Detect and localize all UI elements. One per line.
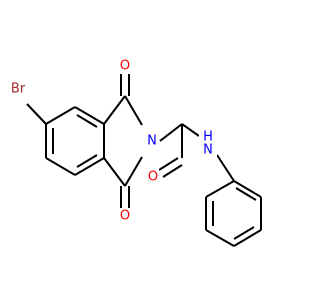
bond-camide-o-a xyxy=(158,157,179,171)
atom-o-top: O xyxy=(119,58,131,74)
atom-nh-amide: H N xyxy=(199,130,217,158)
bond-ph-3-double xyxy=(233,226,255,240)
bond-camide-n xyxy=(181,123,200,137)
n-amide-label: N xyxy=(203,143,213,158)
o-top-label: O xyxy=(120,59,130,74)
bond-c3-cco-top xyxy=(103,95,126,125)
bond-camide-o-b xyxy=(162,164,183,178)
molecule-structure-diagram: Br O O N O H N xyxy=(7,58,262,247)
bond-c4-c5-double xyxy=(76,154,98,168)
br-label: Br xyxy=(11,82,26,97)
atom-labels: Br O O N O H N xyxy=(7,58,217,224)
atom-br: Br xyxy=(7,80,29,98)
bond-n-phenyl xyxy=(216,154,235,182)
atom-o-bottom: O xyxy=(119,208,131,224)
bond-c5-c6 xyxy=(45,157,76,176)
bond-c2-c3 xyxy=(74,106,105,125)
atom-o-amide: O xyxy=(147,169,159,185)
o-amide-label: O xyxy=(148,170,158,185)
bond-c4-cco-bottom xyxy=(103,157,126,187)
bond-c4-c5 xyxy=(74,157,105,176)
bond-ph-1-double xyxy=(235,187,257,201)
bond-cco-bottom-n xyxy=(124,156,143,187)
n-imide-label: N xyxy=(147,134,157,149)
h-amide-label: H xyxy=(203,130,213,145)
bond-c1-c2 xyxy=(45,106,76,125)
bond-ph-3 xyxy=(233,229,262,247)
atom-n-imide: N xyxy=(145,133,159,149)
bond-c2-c3-double xyxy=(76,114,98,128)
bond-ph-1 xyxy=(233,180,262,198)
bond-ph-4 xyxy=(205,229,235,247)
bonds xyxy=(26,71,262,247)
bond-cco-top-n xyxy=(124,95,143,126)
bond-ph-6 xyxy=(205,180,235,198)
o-bottom-label: O xyxy=(120,209,130,224)
bond-n-ch2 xyxy=(159,123,183,142)
bond-c1-br xyxy=(26,103,47,125)
